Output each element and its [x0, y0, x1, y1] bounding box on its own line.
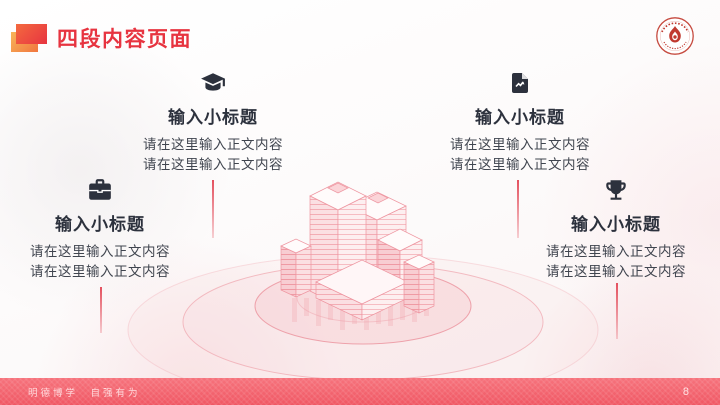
block-title: 输入小标题 [475, 108, 565, 127]
document-chart-icon [405, 70, 635, 99]
trophy-icon [501, 177, 720, 206]
block-body-line: 请在这里输入正文内容 [450, 137, 590, 152]
block-body-line: 请在这里输入正文内容 [546, 263, 686, 279]
block-title: 输入小标题 [168, 108, 258, 127]
graduation-cap-icon [98, 70, 328, 99]
block-title: 输入小标题 [55, 215, 145, 234]
building-group [280, 181, 435, 321]
block-body-line: 请在这里输入正文内容 [143, 156, 283, 172]
block-body-line: 请在这里输入正文内容 [450, 156, 590, 172]
title-marker-red [16, 24, 47, 44]
block-body-line: 请在这里输入正文内容 [30, 263, 170, 279]
content-block-middle-left: 输入小标题 请在这里输入正文内容 请在这里输入正文内容 [0, 177, 215, 281]
emblem-bottom-text-arc [663, 41, 687, 50]
footer-bar: 明德博学 自强有为 8 [0, 378, 720, 405]
block-body-line: 请在这里输入正文内容 [546, 244, 686, 259]
connector-line [517, 180, 519, 238]
emblem-top-text-arc [661, 22, 689, 33]
content-block-middle-right: 输入小标题 请在这里输入正文内容 请在这里输入正文内容 [501, 177, 720, 281]
block-body-line: 请在这里输入正文内容 [143, 137, 283, 152]
connector-line [212, 180, 214, 238]
content-block-top-left: 输入小标题 请在这里输入正文内容 请在这里输入正文内容 [98, 70, 328, 174]
page-number: 8 [682, 385, 689, 398]
content-block-top-right: 输入小标题 请在这里输入正文内容 请在这里输入正文内容 [405, 70, 635, 174]
briefcase-icon [0, 177, 215, 206]
connector-line [100, 287, 102, 333]
page-title: 四段内容页面 [57, 28, 192, 51]
university-emblem-logo [656, 17, 694, 55]
connector-line [616, 283, 618, 339]
footer-motto: 明德博学 自强有为 [28, 387, 141, 399]
block-body-line: 请在这里输入正文内容 [30, 244, 170, 259]
block-title: 输入小标题 [571, 215, 661, 234]
